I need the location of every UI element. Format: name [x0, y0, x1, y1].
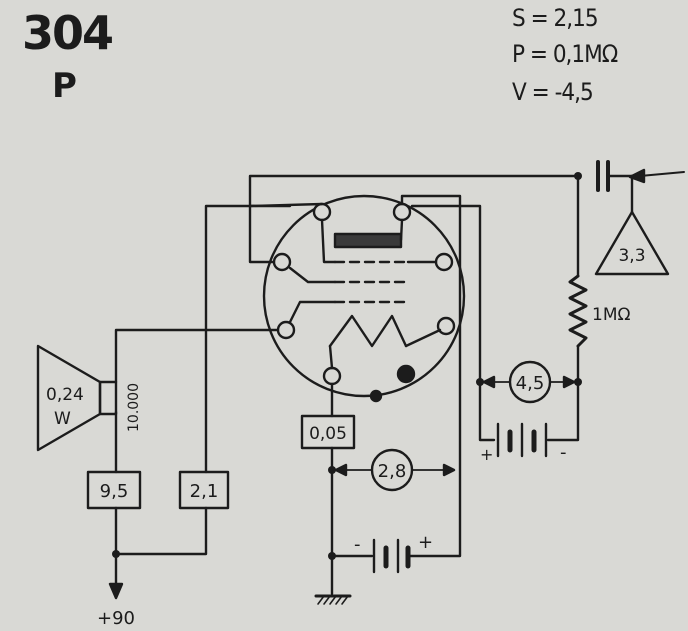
tube-code: 304 [22, 6, 114, 60]
filament-battery-plus: + [418, 532, 433, 553]
bias-battery-minus: - [560, 442, 567, 463]
speaker-power-top: 0,24 [46, 385, 84, 405]
arrow-head [562, 375, 576, 389]
tube-pin [272, 252, 292, 272]
load-box [86, 470, 142, 510]
input-arrow-head [628, 168, 646, 184]
speaker-magnet [98, 380, 118, 416]
supply-arrow [108, 582, 124, 600]
junction-dot [112, 550, 120, 558]
inner-lead [288, 300, 337, 324]
tube-key [369, 389, 383, 403]
wire [114, 506, 208, 556]
filament-voltage-label: 2,8 [378, 461, 407, 482]
tube-envelope [262, 194, 466, 398]
junction-dot [574, 172, 582, 180]
cathode-box [300, 414, 356, 450]
wire [400, 194, 462, 558]
tube-class-letter: P [52, 66, 77, 106]
ground-hatch [317, 595, 349, 605]
wire [248, 174, 580, 208]
param-s: S = 2,15 [512, 4, 599, 32]
cathode-lead-left [328, 344, 334, 370]
bias-voltage-circle [508, 360, 552, 404]
filament [328, 314, 408, 348]
supply-label: +90 [97, 608, 135, 629]
screen-box-label: 2,1 [190, 481, 219, 502]
tube-pin [434, 252, 454, 272]
grid-resistor [568, 274, 588, 348]
resistor-label: 1MΩ [592, 305, 630, 325]
junction-dot [476, 378, 484, 386]
input-triangle-label: 3,3 [618, 246, 645, 266]
filament-battery-minus: - [354, 534, 361, 555]
g2-lead [288, 266, 337, 284]
input-triangle [594, 210, 670, 276]
speaker-impedance: 10.000 [126, 383, 142, 432]
screen-box [178, 470, 230, 510]
speaker-power-bottom: W [54, 409, 71, 429]
wire [546, 344, 580, 442]
anode-plate [333, 232, 403, 249]
wire [410, 204, 496, 442]
tube-pin [276, 320, 296, 340]
junction-dot [574, 378, 582, 386]
input-arrow-line [639, 171, 685, 177]
cathode-box-label: 0,05 [309, 424, 347, 444]
filament-voltage-circle [370, 448, 414, 492]
param-p: P = 0,1MΩ [512, 40, 618, 68]
tube-pin [312, 202, 332, 222]
anode-lead [399, 218, 404, 242]
wire [248, 204, 276, 264]
arrow-head [482, 375, 496, 389]
param-v: V = -4,5 [512, 78, 594, 106]
grid-lead [320, 218, 337, 264]
bias-battery-plus: + [480, 445, 493, 464]
bias-voltage-label: 4,5 [516, 373, 545, 394]
arrow-head [334, 463, 348, 477]
tube-pin [322, 366, 342, 386]
cathode-lead-right [404, 328, 442, 348]
tube-pin-filled [396, 364, 416, 384]
tube-pin [392, 202, 412, 222]
arrow-head [442, 463, 456, 477]
tube-pin [436, 316, 456, 336]
wire [204, 204, 292, 474]
load-box-label: 9,5 [100, 481, 129, 502]
junction-dot [328, 552, 336, 560]
junction-dot [328, 466, 336, 474]
wire [114, 328, 280, 384]
